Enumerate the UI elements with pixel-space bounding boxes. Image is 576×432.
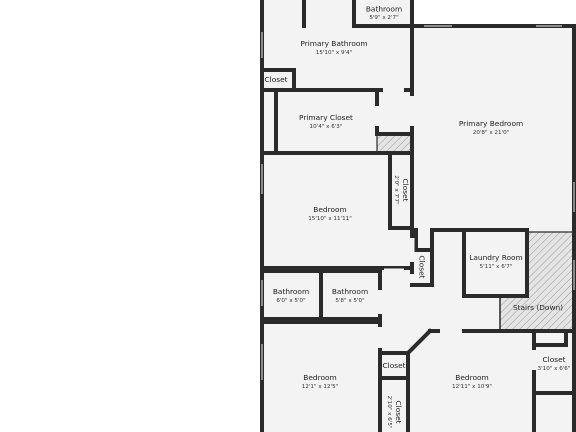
label-closet-vertical: Closet 2'0" x 7'7" (393, 175, 410, 205)
label-bathroom-top-name: Bathroom (366, 5, 402, 14)
label-closet-se-name: Closet (542, 355, 565, 364)
label-closet-small-name: Closet (418, 255, 427, 278)
label-primary-closet-name: Primary Closet (299, 113, 353, 122)
door-openings (374, 87, 537, 370)
label-primary-closet-dims: 10'4" x 6'3" (310, 124, 343, 130)
label-closet-se-dims: 3'10" x 6'6" (538, 366, 571, 372)
room-labels: Bathroom 5'9" x 2'7" Primary Bathroom 15… (264, 5, 570, 429)
label-bedroom-mid-dims: 15'10" x 11'11" (308, 216, 352, 222)
label-bathroom-top-dims: 5'9" x 2'7" (369, 15, 399, 21)
label-bathroom-b-dims: 5'8" x 5'0" (335, 298, 365, 304)
label-bathroom-a-dims: 6'0" x 5'0" (276, 298, 306, 304)
label-laundry-name: Laundry Room (469, 253, 523, 262)
label-bathroom-a-name: Bathroom (273, 287, 309, 296)
label-bedroom-sw-name: Bedroom (303, 373, 336, 382)
label-closet-vertical-name: Closet (401, 178, 410, 201)
label-primary-bedroom-name: Primary Bedroom (459, 119, 523, 128)
windows (261, 25, 575, 380)
label-closet-sw2-dims: 2'10" x 6'5" (386, 396, 392, 429)
label-closet-sw2: Closet 2'10" x 6'5" (386, 396, 403, 429)
hatch-primary-closet (376, 133, 413, 154)
label-closet-small: Closet (418, 255, 427, 278)
label-stairs-name: Stairs (Down) (513, 303, 563, 312)
label-primary-bathroom-name: Primary Bathroom (300, 39, 367, 48)
label-laundry-dims: 5'11" x 6'7" (480, 264, 513, 270)
label-bedroom-se-dims: 12'11" x 10'9" (452, 384, 492, 390)
label-closet-sw-name: Closet (382, 361, 405, 370)
label-closet-sw2-name: Closet (394, 400, 403, 423)
label-bedroom-sw-dims: 12'1" x 12'5" (302, 384, 339, 390)
label-bathroom-b-name: Bathroom (332, 287, 368, 296)
label-closet-vertical-dims: 2'0" x 7'7" (393, 175, 399, 205)
label-primary-bedroom-dims: 20'8" x 21'0" (473, 130, 510, 136)
label-bedroom-se-name: Bedroom (455, 373, 488, 382)
label-bedroom-mid-name: Bedroom (313, 205, 346, 214)
label-closet-pb-name: Closet (264, 75, 287, 84)
label-primary-bathroom-dims: 15'10" x 9'4" (316, 50, 353, 56)
